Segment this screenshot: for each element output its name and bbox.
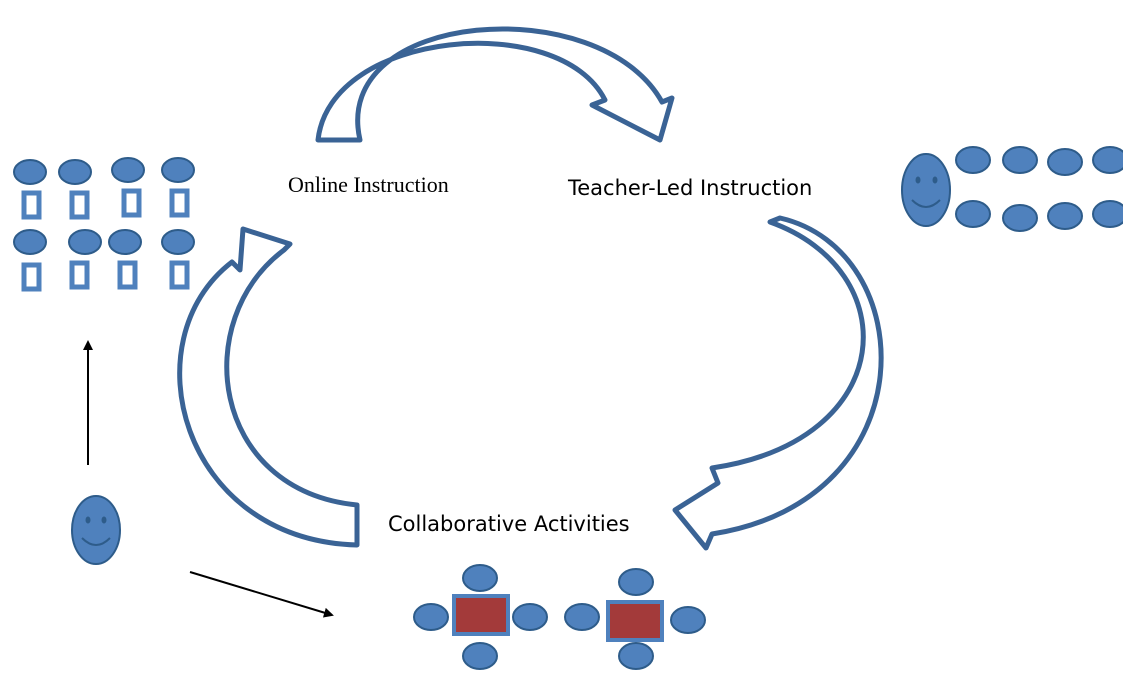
desk-icon xyxy=(169,260,190,290)
student-icon xyxy=(670,606,706,634)
label-collaborative-activities: Collaborative Activities xyxy=(388,512,630,536)
teacher-smiley-icon xyxy=(901,153,951,227)
student-icon xyxy=(618,568,654,596)
desk-icon xyxy=(21,190,42,220)
group-table-icon xyxy=(606,600,664,642)
desk-icon xyxy=(121,188,142,218)
student-icon xyxy=(13,229,47,255)
group-table-icon xyxy=(452,594,510,636)
arrow-icon xyxy=(189,571,334,618)
student-icon xyxy=(161,229,195,255)
teacher-smiley-icon xyxy=(71,495,121,565)
cycle-arrow-left xyxy=(177,226,360,548)
student-icon xyxy=(13,159,47,185)
student-icon xyxy=(413,603,449,631)
cycle-arrow-top xyxy=(315,26,675,143)
student-icon xyxy=(462,642,498,670)
desk-icon xyxy=(69,190,90,220)
student-icon xyxy=(564,603,600,631)
student-icon xyxy=(462,564,498,592)
student-icon xyxy=(1002,146,1038,174)
student-icon xyxy=(1092,146,1123,174)
student-icon xyxy=(111,157,145,183)
desk-icon xyxy=(69,260,90,290)
student-icon xyxy=(618,642,654,670)
student-icon xyxy=(1047,202,1083,230)
student-icon xyxy=(68,229,102,255)
student-icon xyxy=(955,200,991,228)
student-icon xyxy=(1092,200,1123,228)
desk-icon xyxy=(117,260,138,290)
student-icon xyxy=(955,146,991,174)
label-online-instruction: Online Instruction xyxy=(288,172,449,197)
student-icon xyxy=(1047,148,1083,176)
teacher-led-group xyxy=(901,146,1123,232)
student-icon xyxy=(108,229,142,255)
desk-icon xyxy=(21,262,42,292)
student-icon xyxy=(512,603,548,631)
online-students-group xyxy=(13,157,195,292)
cycle-arrow-right xyxy=(672,215,884,551)
student-icon xyxy=(161,157,195,183)
desk-icon xyxy=(169,188,190,218)
collaborative-table-group xyxy=(413,564,548,670)
label-teacher-led-instruction: Teacher-Led Instruction xyxy=(568,176,813,200)
student-icon xyxy=(1002,204,1038,232)
student-icon xyxy=(58,159,92,185)
collaborative-table-group xyxy=(564,568,706,670)
